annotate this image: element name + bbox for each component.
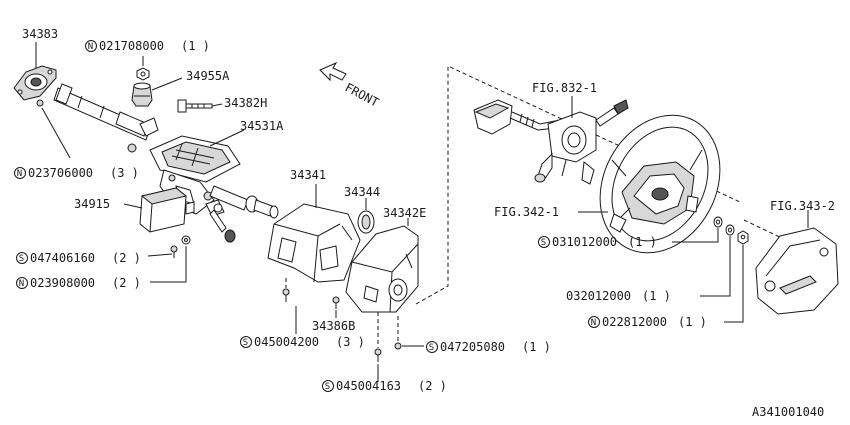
callout-021708000: N 021708000 (1 ) [85, 39, 210, 53]
svg-text:N: N [88, 42, 93, 52]
svg-text:(1 ): (1 ) [678, 315, 707, 329]
part-34382H-bolt [177, 99, 213, 113]
svg-text:045004200: 045004200 [254, 335, 319, 349]
svg-text:(1 ): (1 ) [642, 289, 671, 303]
svg-text:N: N [17, 169, 22, 179]
label-34342E: 34342E [383, 206, 426, 220]
svg-text:032012000: 032012000 [566, 289, 631, 303]
callout-047406160: S 047406160 (2 ) [16, 251, 141, 265]
washer-031012000 [713, 216, 723, 228]
washer-032012000 [725, 224, 735, 236]
callout-032012000: 032012000 (1 ) [566, 289, 671, 303]
nut-023908000 [181, 235, 191, 245]
svg-text:(2 ): (2 ) [418, 379, 447, 393]
label-34382H: 34382H [224, 96, 267, 110]
part-34342E-cover [345, 225, 419, 313]
front-direction-arrow [319, 61, 347, 82]
svg-text:021708000: 021708000 [99, 39, 164, 53]
svg-text:022812000: 022812000 [602, 315, 667, 329]
svg-text:047205080: 047205080 [440, 340, 505, 354]
callout-023908000: N 023908000 (2 ) [16, 276, 141, 290]
part-34915-module [139, 187, 195, 233]
svg-text:(1 ): (1 ) [181, 39, 210, 53]
svg-text:S: S [243, 338, 248, 348]
steering-wheel-fig342 [599, 114, 721, 254]
label-fig832: FIG.832-1 [532, 81, 597, 95]
label-fig343: FIG.343-2 [770, 199, 835, 213]
svg-text:N: N [591, 318, 596, 328]
svg-text:023908000: 023908000 [30, 276, 95, 290]
svg-text:045004163: 045004163 [336, 379, 401, 393]
label-34531A: 34531A [240, 119, 284, 133]
part-34341-cover [267, 203, 361, 283]
drawing-id: A341001040 [752, 405, 824, 419]
callout-031012000: S 031012000 (1 ) [538, 235, 657, 249]
part-34955A-cap [131, 82, 153, 107]
svg-text:S: S [325, 382, 330, 392]
callout-047205080: S 047205080 (1 ) [426, 340, 551, 354]
label-34383: 34383 [22, 27, 58, 41]
airbag-module-fig343 [755, 227, 839, 315]
combination-switch-fig832 [473, 99, 629, 185]
svg-text:031012000: 031012000 [552, 235, 617, 249]
column-lower-shaft [209, 185, 279, 219]
svg-text:S: S [429, 343, 434, 353]
screw-045004163 [374, 348, 382, 362]
callout-022812000: N 022812000 (1 ) [588, 315, 707, 329]
callout-045004200: S 045004200 (3 ) [240, 335, 365, 349]
svg-text:047406160: 047406160 [30, 251, 95, 265]
svg-text:(2 ): (2 ) [112, 251, 141, 265]
label-fig342: FIG.342-1 [494, 205, 559, 219]
label-34386B: 34386B [312, 319, 355, 333]
label-34955A: 34955A [186, 69, 230, 83]
label-34915: 34915 [74, 197, 110, 211]
callout-045004163: S 045004163 (2 ) [322, 379, 447, 393]
svg-text:023706000: 023706000 [28, 166, 93, 180]
callout-023706000: N 023706000 (3 ) [14, 166, 139, 180]
part-34383-bracket [13, 65, 57, 101]
screw-045004200 [282, 288, 290, 302]
nut-small [36, 99, 44, 107]
screw-047406160 [170, 245, 178, 258]
nut-022812000 [737, 230, 749, 245]
svg-text:(3 ): (3 ) [110, 166, 139, 180]
part-34344-ring [357, 210, 375, 234]
tilt-lever [209, 209, 236, 243]
svg-text:(1 ): (1 ) [628, 235, 657, 249]
screw-34386B [332, 296, 340, 309]
label-34341: 34341 [290, 168, 326, 182]
svg-text:S: S [19, 254, 24, 264]
svg-text:(3 ): (3 ) [336, 335, 365, 349]
steering-column-tube [53, 83, 159, 153]
svg-text:(2 ): (2 ) [112, 276, 141, 290]
front-label: FRONT [343, 80, 381, 109]
svg-text:(1 ): (1 ) [522, 340, 551, 354]
label-34344: 34344 [344, 185, 380, 199]
nut-021708000 [136, 67, 150, 81]
screw-047205080 [394, 342, 402, 350]
svg-text:S: S [541, 238, 546, 248]
svg-text:N: N [19, 279, 24, 289]
